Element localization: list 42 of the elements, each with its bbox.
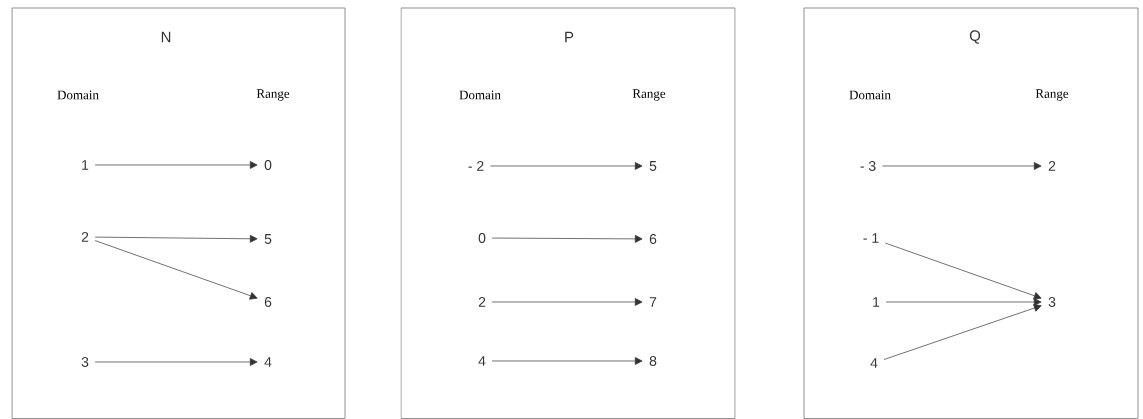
value-label: 3 bbox=[81, 357, 89, 367]
column-heading: Domain bbox=[849, 90, 891, 100]
value-label: 6 bbox=[649, 234, 657, 244]
value-label: 7 bbox=[649, 297, 657, 307]
arrow bbox=[882, 162, 1042, 170]
value-label: 0 bbox=[478, 233, 486, 243]
value-label: 8 bbox=[649, 356, 657, 366]
value-label: 5 bbox=[649, 161, 657, 171]
arrow bbox=[490, 162, 643, 170]
value-label: 4 bbox=[264, 357, 272, 367]
value-label: 1 bbox=[873, 297, 880, 307]
panel-title: N bbox=[161, 31, 171, 43]
value-label: 2 bbox=[478, 297, 486, 307]
value-label: - 3 bbox=[860, 161, 876, 171]
column-heading: Domain bbox=[57, 90, 99, 100]
value-label: 2 bbox=[1048, 161, 1056, 171]
value-label: 2 bbox=[81, 232, 89, 242]
value-label: - 1 bbox=[863, 233, 879, 243]
arrow bbox=[94, 358, 258, 366]
arrow bbox=[94, 240, 258, 300]
value-label: 0 bbox=[264, 160, 272, 170]
column-heading: Range bbox=[1035, 89, 1069, 101]
arrow bbox=[491, 357, 643, 365]
value-label: 3 bbox=[1048, 297, 1056, 307]
arrow bbox=[885, 242, 1042, 300]
arrow bbox=[883, 304, 1042, 360]
column-heading: Range bbox=[256, 89, 290, 101]
value-label: 5 bbox=[264, 234, 272, 244]
arrow bbox=[94, 161, 258, 169]
value-label: 4 bbox=[870, 358, 878, 368]
arrow bbox=[94, 234, 258, 243]
panel-title: P bbox=[565, 31, 574, 43]
column-heading: Range bbox=[632, 89, 666, 101]
value-label: 4 bbox=[478, 356, 486, 366]
value-label: 1 bbox=[82, 160, 89, 170]
arrow bbox=[491, 235, 643, 243]
value-label: - 2 bbox=[468, 161, 484, 171]
column-heading: Domain bbox=[459, 90, 501, 100]
arrow bbox=[885, 298, 1042, 306]
value-label: 6 bbox=[264, 297, 272, 307]
panel-title: Q bbox=[969, 30, 981, 44]
arrow bbox=[491, 298, 643, 306]
